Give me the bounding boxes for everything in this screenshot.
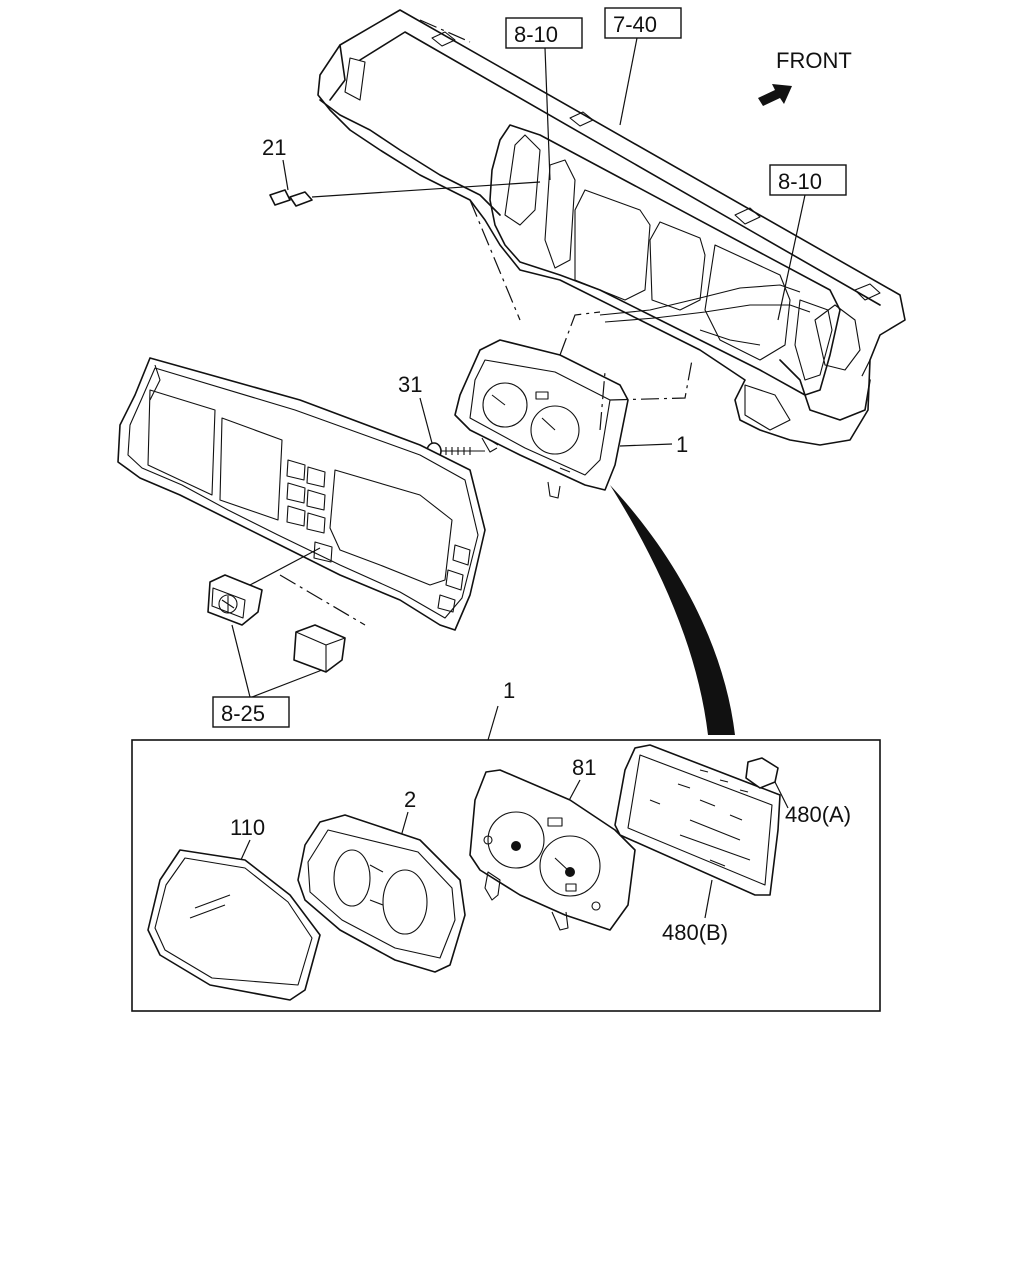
explode-arrow [610, 485, 735, 735]
gauge-panel-81 [469, 769, 636, 931]
circuit-board-480 [614, 744, 781, 896]
part-1-detail-label: 1 [503, 678, 515, 703]
part-2-label: 2 [404, 787, 416, 812]
part-480a-label: 480(A) [785, 802, 851, 827]
case-2 [297, 814, 466, 973]
front-label: FRONT [776, 48, 852, 73]
ref-box-8-10-top: 8-10 [505, 17, 583, 49]
part-31-label: 31 [398, 372, 422, 397]
switch-knob-unit [207, 574, 263, 626]
part-480b-label: 480(B) [662, 920, 728, 945]
ref-box-8-10-right: 8-10 [769, 164, 847, 196]
cluster-bezel-11 [117, 357, 486, 631]
front-arrow-icon [758, 84, 792, 106]
part-21-label: 21 [262, 135, 286, 160]
lens-110 [147, 849, 321, 1001]
svg-text:8-10: 8-10 [514, 22, 558, 47]
ref-box-7-40: 7-40 [604, 7, 682, 39]
svg-text:8-25: 8-25 [221, 701, 265, 726]
part-110-label: 110 [230, 815, 265, 840]
part-1-cluster-label: 1 [676, 432, 688, 457]
dashboard-panel [317, 9, 906, 446]
connector-21 [269, 189, 313, 207]
switch-blank-unit [293, 624, 346, 673]
svg-text:8-10: 8-10 [778, 169, 822, 194]
ref-box-8-25: 8-25 [212, 696, 290, 728]
svg-text:7-40: 7-40 [613, 12, 657, 37]
part-81-label: 81 [572, 755, 596, 780]
detail-box [131, 739, 881, 1012]
instrument-cluster [454, 339, 629, 499]
